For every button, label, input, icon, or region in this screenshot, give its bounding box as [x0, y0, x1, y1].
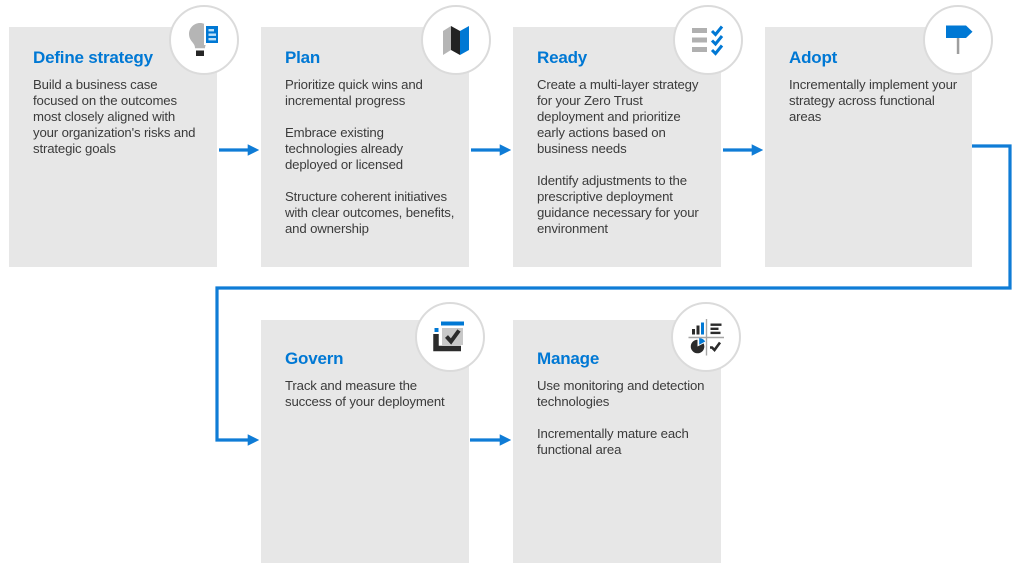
step-title-adopt: Adopt [789, 48, 838, 67]
step-title-define-strategy: Define strategy [33, 48, 153, 67]
step-paragraph: Structure coherent initiatives with clea… [285, 189, 455, 236]
plan-icon-circle [421, 5, 491, 75]
manage-icon-circle [671, 302, 741, 372]
step-paragraph: Use monitoring and detection technologie… [537, 378, 705, 409]
step-paragraph: Create a multi-layer strategy for your Z… [537, 77, 699, 156]
step-paragraph: Track and measure the success of your de… [285, 378, 445, 409]
step-paragraph: Identify adjustments to the prescriptive… [537, 173, 699, 236]
signpost-icon [946, 25, 973, 54]
govern-icon-circle [415, 302, 485, 372]
folded-map-icon [443, 26, 469, 55]
checklist-icon [692, 25, 724, 56]
dashboard-charts-icon [688, 319, 724, 356]
ready-icon-circle [673, 5, 743, 75]
define-strategy-icon-circle [169, 5, 239, 75]
step-paragraph: Incrementally mature each functional are… [537, 426, 689, 457]
step-paragraph: Prioritize quick wins and incremental pr… [285, 77, 423, 108]
step-paragraph: Incrementally implement your strategy ac… [789, 77, 958, 124]
board-check-icon [433, 321, 464, 352]
step-paragraph: Embrace existing technologies already de… [285, 125, 403, 172]
lightbulb-list-icon [189, 23, 220, 56]
step-title-plan: Plan [285, 48, 321, 67]
adopt-icon-circle [923, 5, 993, 75]
step-paragraph: Build a business case focused on the out… [33, 77, 196, 156]
step-title-ready: Ready [537, 48, 588, 67]
